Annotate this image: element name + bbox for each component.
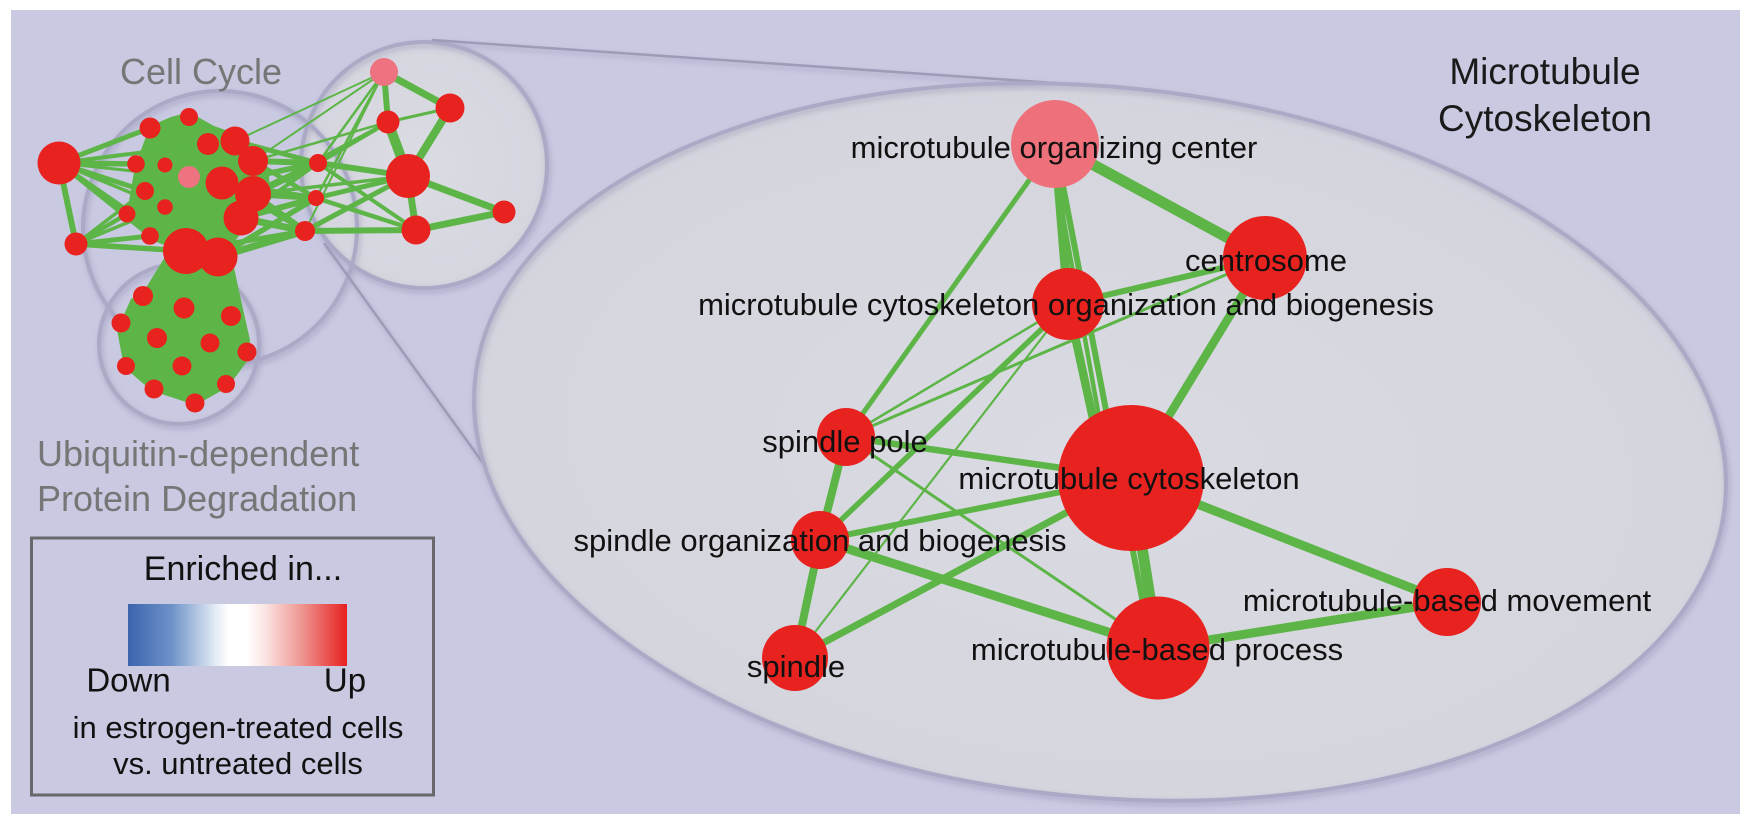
svg-text:Cytoskeleton: Cytoskeleton	[1438, 98, 1652, 139]
svg-text:Protein Degradation: Protein Degradation	[37, 478, 357, 519]
svg-text:Ubiquitin-dependent: Ubiquitin-dependent	[37, 433, 359, 474]
svg-text:vs. untreated cells: vs. untreated cells	[113, 746, 363, 781]
svg-text:microtubule cytoskeleton organ: microtubule cytoskeleton organization an…	[698, 287, 1434, 322]
svg-text:spindle organization and bioge: spindle organization and biogenesis	[574, 523, 1067, 558]
svg-text:spindle: spindle	[747, 649, 845, 684]
svg-text:microtubule organizing center: microtubule organizing center	[851, 130, 1258, 165]
svg-text:in estrogen-treated cells: in estrogen-treated cells	[73, 710, 404, 745]
svg-text:Up: Up	[324, 662, 366, 699]
svg-text:Microtubule: Microtubule	[1449, 51, 1640, 92]
svg-text:centrosome: centrosome	[1185, 243, 1347, 278]
svg-text:Enriched in...: Enriched in...	[144, 550, 342, 588]
svg-text:Cell Cycle: Cell Cycle	[120, 51, 282, 92]
svg-text:Down: Down	[86, 662, 170, 699]
svg-text:microtubule-based movement: microtubule-based movement	[1243, 583, 1652, 618]
svg-text:spindle pole: spindle pole	[762, 424, 927, 459]
svg-text:microtubule-based process: microtubule-based process	[971, 632, 1343, 667]
svg-text:microtubule cytoskeleton: microtubule cytoskeleton	[958, 461, 1299, 496]
